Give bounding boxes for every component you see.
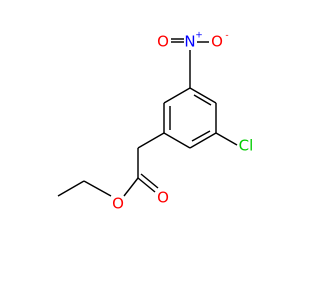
ring-bond <box>189 132 217 149</box>
ring-to-chlorine-bond <box>215 132 238 146</box>
bond-layer <box>57 38 238 197</box>
ring-bond <box>163 87 191 104</box>
alkoxy-oxygen-atom-label: O <box>112 195 124 213</box>
atom-label-layer: N + O O - Cl O O <box>112 31 253 213</box>
ethyl-bond <box>57 180 85 197</box>
nitrogen-charge-label: + <box>195 31 203 41</box>
oxygen-right-atom-label: O <box>211 33 223 51</box>
alkoxy-to-ethyl-bond <box>83 180 112 197</box>
molecule-canvas: N + O O - Cl O O <box>57 30 254 213</box>
chlorine-atom-label: Cl <box>239 137 254 155</box>
carbonyl-double-bond-b <box>140 173 159 189</box>
carbonyl-to-alkoxy-bond <box>123 177 139 197</box>
carbonyl-oxygen-atom-label: O <box>157 189 169 207</box>
carbonyl-double-bond-a <box>137 177 156 193</box>
chemical-structure-diagram: N + O O - Cl O O <box>57 31 253 213</box>
oxygen-left-atom-label: O <box>157 33 169 51</box>
ring-double-bond-inner <box>191 130 211 142</box>
ring-to-ch2-bond <box>137 132 165 149</box>
oxygen-right-charge-label: - <box>225 31 228 41</box>
ring-bond <box>189 87 217 104</box>
nitrogen-atom-label: N <box>184 33 195 51</box>
ring-double-bond-inner <box>193 94 212 106</box>
ring-bond <box>163 132 191 149</box>
